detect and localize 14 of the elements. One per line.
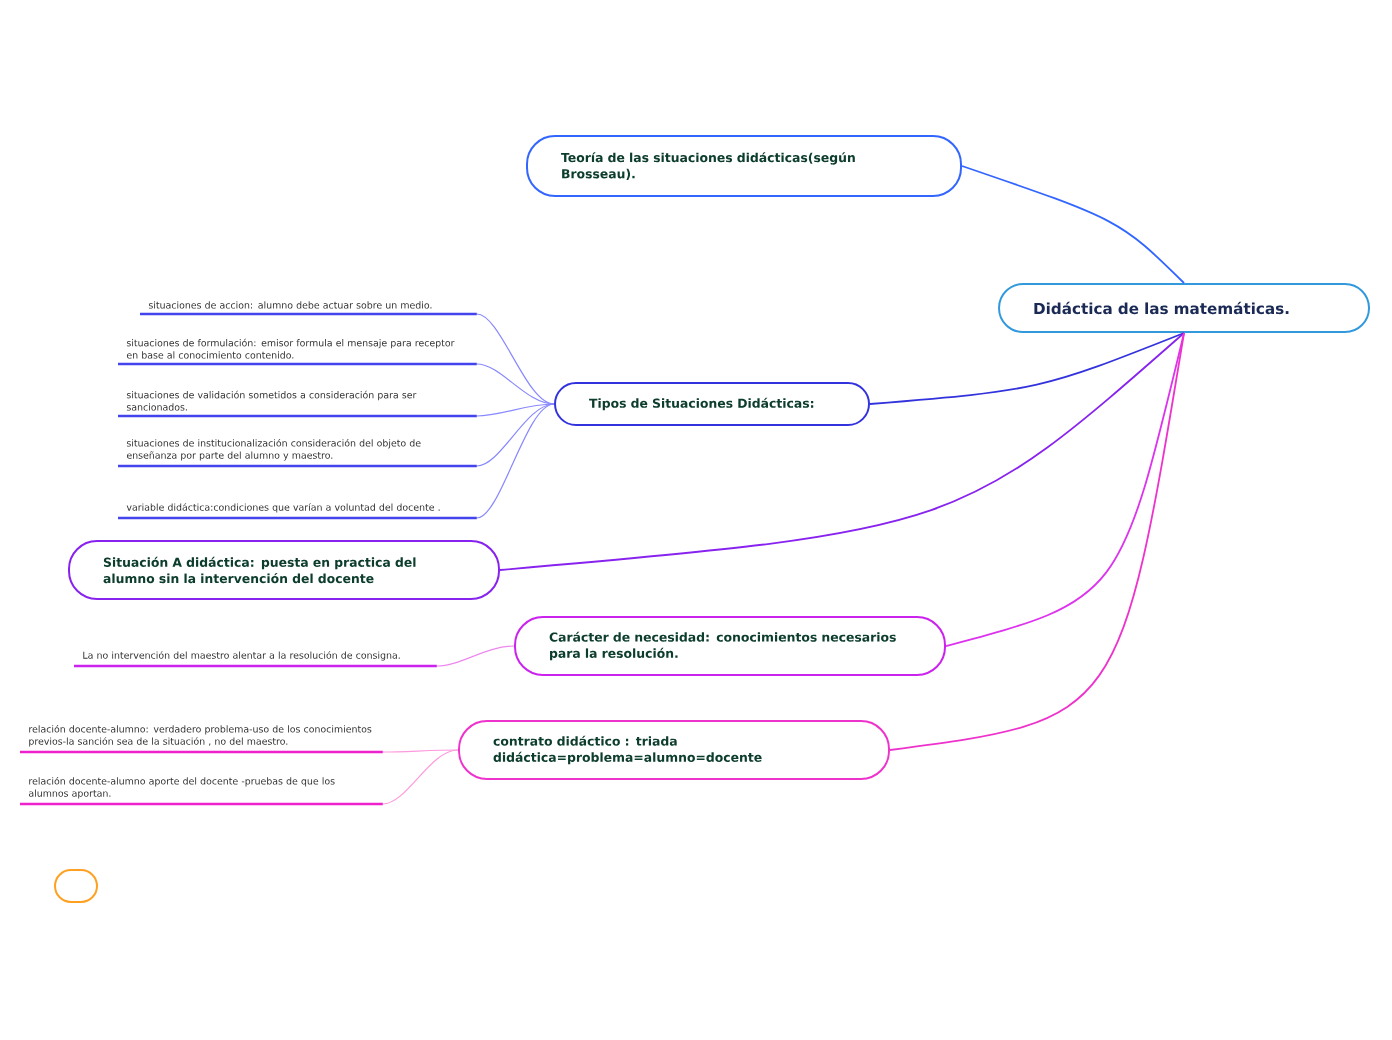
connector xyxy=(889,332,1185,751)
empty-box xyxy=(54,869,98,903)
connector xyxy=(476,363,555,405)
connector xyxy=(476,403,555,467)
connector xyxy=(499,332,1185,571)
connector xyxy=(382,749,459,753)
connector xyxy=(476,313,555,405)
connector xyxy=(476,403,555,417)
connector xyxy=(961,165,1185,284)
connector xyxy=(869,332,1185,405)
connector xyxy=(436,645,515,667)
connector xyxy=(476,403,555,519)
connector xyxy=(945,332,1185,647)
connector xyxy=(382,749,459,805)
